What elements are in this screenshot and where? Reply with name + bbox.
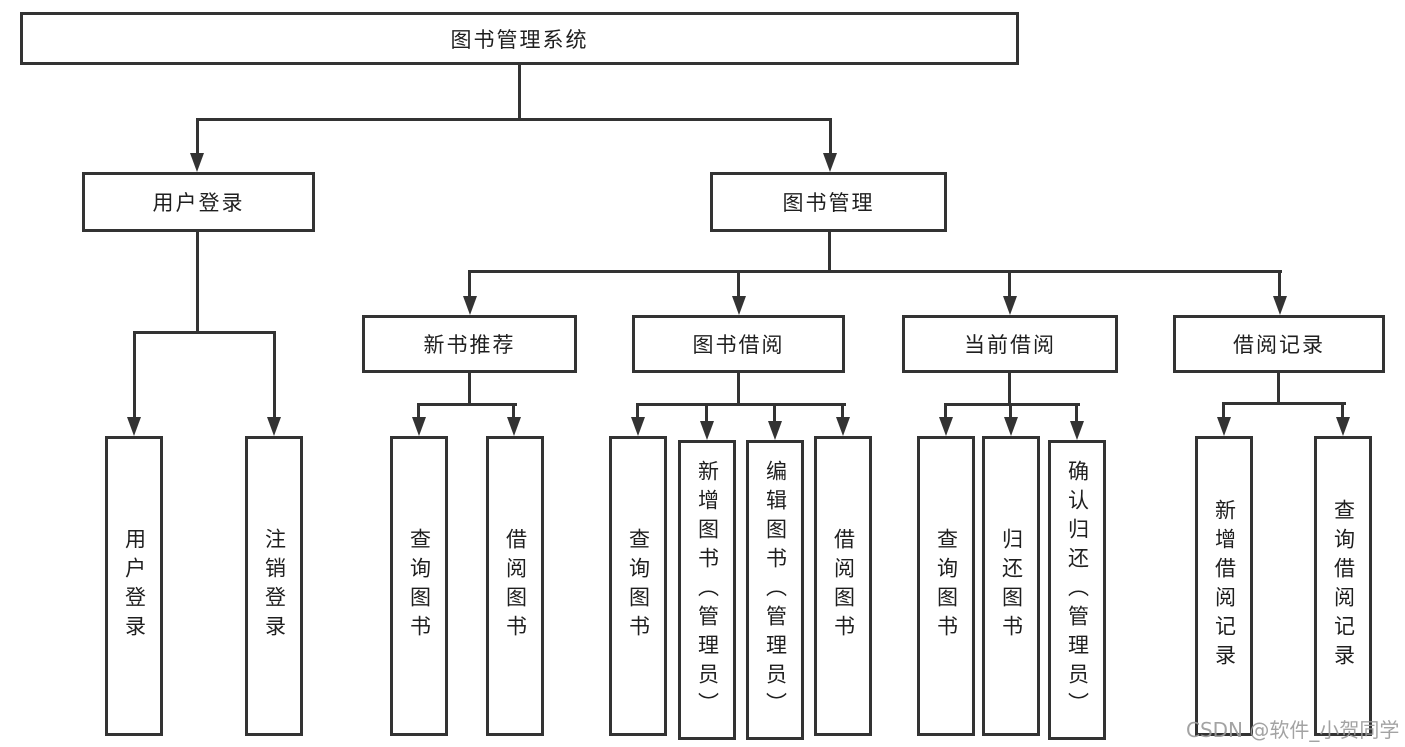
node-new-book-recommend: 新书推荐 [362, 315, 577, 373]
connector-line [512, 403, 515, 420]
arrow-down-icon [700, 421, 714, 440]
connector-line [1278, 270, 1281, 300]
node-library-system: 图书管理系统 [20, 12, 1019, 65]
connector-line [417, 403, 420, 420]
leaf-return-books: 归还图书 [982, 436, 1040, 736]
connector-line [1008, 270, 1011, 300]
leaf-logout: 注销登录 [245, 436, 303, 736]
leaf-borrow-books: 借阅图书 [814, 436, 872, 736]
arrow-down-icon [939, 417, 953, 436]
connector-line [417, 403, 517, 406]
leaf-label: 归还图书 [999, 528, 1024, 644]
arrow-down-icon [267, 417, 281, 436]
arrow-down-icon [507, 417, 521, 436]
arrow-down-icon [1070, 421, 1084, 440]
leaf-add-borrow-record: 新增借阅记录 [1195, 436, 1253, 736]
connector-line [1277, 371, 1280, 404]
arrow-down-icon [1336, 417, 1350, 436]
leaf-label: 查询借阅记录 [1331, 499, 1356, 673]
arrow-down-icon [412, 417, 426, 436]
connector-line [1009, 403, 1012, 420]
leaf-label: 用户登录 [122, 528, 147, 644]
node-book-borrowing: 图书借阅 [632, 315, 845, 373]
leaf-query-books: 查询图书 [917, 436, 975, 736]
arrow-down-icon [732, 296, 746, 315]
connector-line [1222, 402, 1225, 420]
connector-line [737, 270, 740, 300]
connector-line [737, 371, 740, 405]
arrow-down-icon [631, 417, 645, 436]
csdn-watermark: CSDN @软件_小贺同学 [1186, 718, 1400, 742]
arrow-down-icon [1003, 296, 1017, 315]
arrow-down-icon [1217, 417, 1231, 436]
arrow-down-icon [768, 421, 782, 440]
arrow-down-icon [1273, 296, 1287, 315]
connector-line [468, 371, 471, 405]
leaf-label: 查询图书 [407, 528, 432, 644]
node-current-borrowing: 当前借阅 [902, 315, 1118, 373]
leaf-query-borrow-record: 查询借阅记录 [1314, 436, 1372, 736]
arrow-down-icon [190, 153, 204, 172]
node-book-management: 图书管理 [710, 172, 947, 232]
node-borrowing-records: 借阅记录 [1173, 315, 1385, 373]
leaf-label: 借阅图书 [503, 528, 528, 644]
connector-line [1222, 402, 1346, 405]
leaf-borrow-books: 借阅图书 [486, 436, 544, 736]
leaf-add-books-admin: 新增图书（管理员） [678, 440, 736, 740]
connector-line [841, 403, 844, 420]
connector-line [944, 403, 947, 420]
leaf-query-books: 查询图书 [390, 436, 448, 736]
arrow-down-icon [1004, 417, 1018, 436]
leaf-edit-books-admin: 编辑图书（管理员） [746, 440, 804, 740]
connector-line [196, 118, 832, 121]
connector-line [705, 403, 708, 423]
node-label: 图书管理系统 [450, 27, 589, 52]
node-label: 当前借阅 [964, 333, 1056, 357]
arrow-down-icon [836, 417, 850, 436]
connector-line [468, 270, 1282, 273]
connector-line [828, 230, 831, 273]
connector-line [196, 118, 199, 158]
leaf-label: 查询图书 [626, 528, 651, 644]
connector-line [773, 403, 776, 423]
node-label: 图书借阅 [692, 333, 785, 357]
leaf-confirm-return-admin: 确认归还（管理员） [1048, 440, 1106, 740]
node-user-login: 用户登录 [82, 172, 315, 232]
node-label: 新书推荐 [423, 333, 516, 357]
leaf-user-login: 用户登录 [105, 436, 163, 736]
connector-line [133, 331, 276, 334]
connector-line [1008, 371, 1011, 405]
node-label: 图书管理 [782, 191, 875, 215]
connector-line [1075, 403, 1078, 423]
connector-line [1341, 402, 1344, 420]
connector-line [273, 331, 276, 419]
leaf-label: 新增图书（管理员） [695, 459, 720, 721]
connector-line [829, 118, 832, 158]
node-label: 借阅记录 [1233, 333, 1325, 357]
arrow-down-icon [823, 153, 837, 172]
leaf-label: 注销登录 [262, 528, 287, 644]
connector-line [636, 403, 639, 420]
connector-line [636, 403, 846, 406]
leaf-label: 编辑图书（管理员） [763, 459, 788, 721]
leaf-query-books: 查询图书 [609, 436, 667, 736]
connector-line [196, 230, 199, 334]
arrow-down-icon [127, 417, 141, 436]
leaf-label: 确认归还（管理员） [1065, 459, 1090, 721]
leaf-label: 查询图书 [934, 528, 959, 644]
connector-line [518, 64, 521, 120]
connector-line [468, 270, 471, 300]
leaf-label: 新增借阅记录 [1212, 499, 1237, 673]
node-label: 用户登录 [152, 191, 245, 215]
connector-line [133, 331, 136, 419]
leaf-label: 借阅图书 [831, 528, 856, 644]
connector-line [944, 403, 1080, 406]
arrow-down-icon [463, 296, 477, 315]
